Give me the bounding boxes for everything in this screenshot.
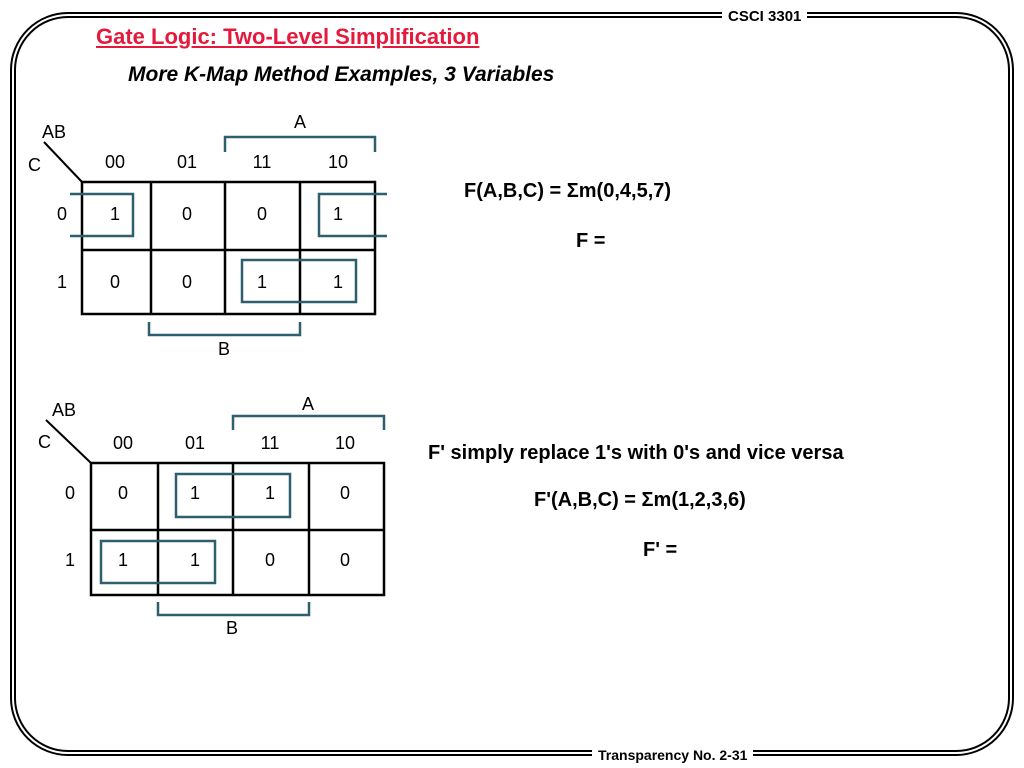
kmap-2-col-header: 01 xyxy=(185,433,205,453)
kmap-1-cell: 0 xyxy=(182,204,192,224)
kmap-2-col-header: 00 xyxy=(113,433,133,453)
kmap-2-bracket-a-label: A xyxy=(302,394,314,414)
kmap-2-col-var: AB xyxy=(52,400,76,420)
kmap-1-cell: 1 xyxy=(110,204,120,224)
kmap-1-group-wrap-left xyxy=(70,192,135,238)
kmap-1-cell: 1 xyxy=(333,272,343,292)
kmap-1-bracket-a-label: A xyxy=(294,112,306,132)
fprime-result: F' = xyxy=(643,539,678,561)
kmap-2-bracket-b xyxy=(156,602,311,617)
course-label: CSCI 3301 xyxy=(722,8,808,25)
kmap-1-grid-border xyxy=(80,180,377,316)
kmap-1-group-box xyxy=(240,258,358,304)
kmap-1-bracket-b-label: B xyxy=(218,339,230,359)
kmap-2-bracket-b-label: B xyxy=(226,618,238,638)
slide-subtitle: More K-Map Method Examples, 3 Variables xyxy=(128,63,555,86)
kmap-2-group-bottom xyxy=(99,539,217,585)
kmap-1-cell: 1 xyxy=(257,272,267,292)
kmap-2-col-header: 11 xyxy=(261,433,280,453)
kmap-2-cell: 0 xyxy=(118,483,128,503)
kmap-1-row-header: 0 xyxy=(57,204,67,224)
kmap-2-diagonal xyxy=(45,419,92,464)
f-minterm-definition: F(A,B,C) = Σm(0,4,5,7) xyxy=(464,180,672,202)
transparency-number: Transparency No. 2-31 xyxy=(592,747,754,763)
kmap-2-bracket-a xyxy=(231,414,386,430)
slide-frame xyxy=(10,12,1014,756)
kmap-1-cell: 0 xyxy=(257,204,267,224)
kmap-2-cell: 0 xyxy=(340,483,350,503)
f-result: F = xyxy=(576,230,606,252)
kmap-2-cell: 1 xyxy=(190,483,200,503)
kmap-1-group-wrap-right xyxy=(317,192,387,238)
kmap-1-col-header: 10 xyxy=(328,152,348,172)
fprime-minterm-definition: F'(A,B,C) = Σm(1,2,3,6) xyxy=(534,489,746,511)
kmap-2-cell: 0 xyxy=(340,550,350,570)
kmap-2-row-var: C xyxy=(38,432,51,452)
kmap-1-col-header: 01 xyxy=(177,152,197,172)
kmap-2-cell: 1 xyxy=(118,550,128,570)
kmap-1-bracket-a xyxy=(223,135,377,152)
kmap-1-col-header: 11 xyxy=(253,152,272,172)
kmap-1-row-header: 1 xyxy=(57,272,67,292)
kmap-1-cell: 0 xyxy=(182,272,192,292)
kmap-2-col-header: 10 xyxy=(335,433,355,453)
kmap-1-col-header: 00 xyxy=(105,152,125,172)
kmap-1-row-var: C xyxy=(28,155,41,175)
kmap-2-row-header: 0 xyxy=(65,483,75,503)
kmap-1-bracket-b xyxy=(147,322,302,337)
kmap-2-cell: 1 xyxy=(190,550,200,570)
fprime-note: F' simply replace 1's with 0's and vice … xyxy=(428,442,844,464)
kmap-2-row-header: 1 xyxy=(65,550,75,570)
kmap-2-group-top xyxy=(174,472,292,519)
kmap-2-cell: 1 xyxy=(265,483,275,503)
slide-title: Gate Logic: Two-Level Simplification xyxy=(96,24,480,49)
kmap-1-diagonal xyxy=(43,141,83,183)
kmap-1-cell: 0 xyxy=(110,272,120,292)
kmap-2-cell: 0 xyxy=(265,550,275,570)
kmap-1-col-var: AB xyxy=(42,122,66,142)
kmap-1-cell: 1 xyxy=(333,204,343,224)
